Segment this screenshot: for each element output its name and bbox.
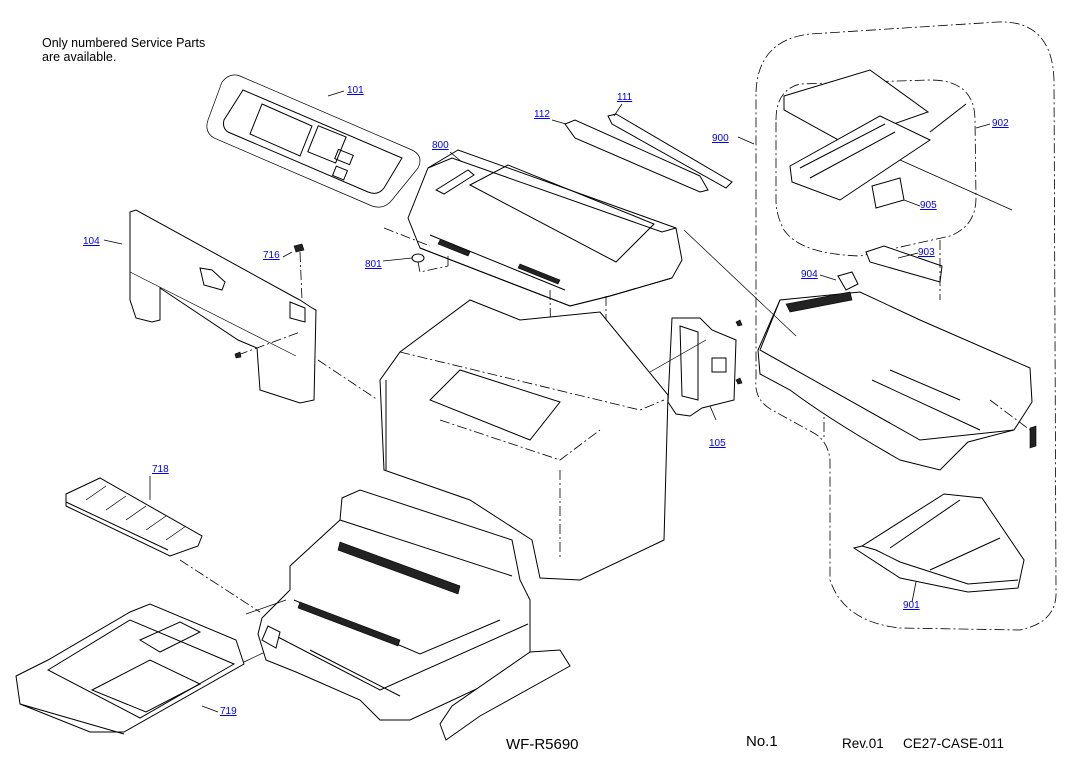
part-718-rear-panel bbox=[65, 476, 261, 613]
revision: Rev.01 bbox=[842, 736, 884, 751]
callout-902[interactable]: 902 bbox=[992, 118, 1009, 129]
part-104-front-cover bbox=[103, 209, 379, 404]
part-719-paper-cassette bbox=[15, 603, 291, 735]
part-801-grounding bbox=[382, 253, 449, 273]
callout-101[interactable]: 101 bbox=[347, 85, 364, 96]
callout-901[interactable]: 901 bbox=[903, 600, 920, 611]
callout-905[interactable]: 905 bbox=[920, 200, 937, 211]
callout-904[interactable]: 904 bbox=[801, 269, 818, 280]
callout-112[interactable]: 112 bbox=[534, 109, 550, 120]
part-800-scanner-unit bbox=[383, 149, 683, 471]
callout-800[interactable]: 800 bbox=[432, 140, 449, 151]
callout-105[interactable]: 105 bbox=[709, 438, 726, 449]
part-900-adf-outline bbox=[737, 21, 1057, 631]
callout-111[interactable]: 111 bbox=[617, 92, 633, 103]
part-902-adf-cover bbox=[775, 69, 1013, 257]
callout-900[interactable]: 900 bbox=[712, 133, 729, 144]
model-name: WF-R5690 bbox=[506, 736, 579, 753]
document-code: CE27-CASE-011 bbox=[903, 736, 1005, 751]
part-101-operation-panel bbox=[206, 74, 421, 208]
callout-716[interactable]: 716 bbox=[263, 250, 280, 261]
callout-801[interactable]: 801 bbox=[365, 259, 382, 270]
printer-base-unit bbox=[245, 489, 571, 741]
adf-body bbox=[683, 229, 1037, 471]
page-number: No.1 bbox=[746, 733, 778, 750]
part-105-right-panel bbox=[649, 317, 743, 421]
note-line-1: Only numbered Service Parts bbox=[42, 36, 206, 50]
service-parts-note: Only numbered Service Parts are availabl… bbox=[42, 36, 205, 64]
callout-719[interactable]: 719 bbox=[220, 706, 237, 717]
callout-903[interactable]: 903 bbox=[918, 247, 935, 258]
note-line-2: are available. bbox=[42, 50, 117, 64]
parts-111-112-strips bbox=[551, 103, 733, 193]
part-901-doc-tray bbox=[852, 493, 1025, 603]
callout-718[interactable]: 718 bbox=[152, 464, 169, 475]
callout-104[interactable]: 104 bbox=[83, 236, 100, 247]
main-frame bbox=[379, 299, 669, 581]
